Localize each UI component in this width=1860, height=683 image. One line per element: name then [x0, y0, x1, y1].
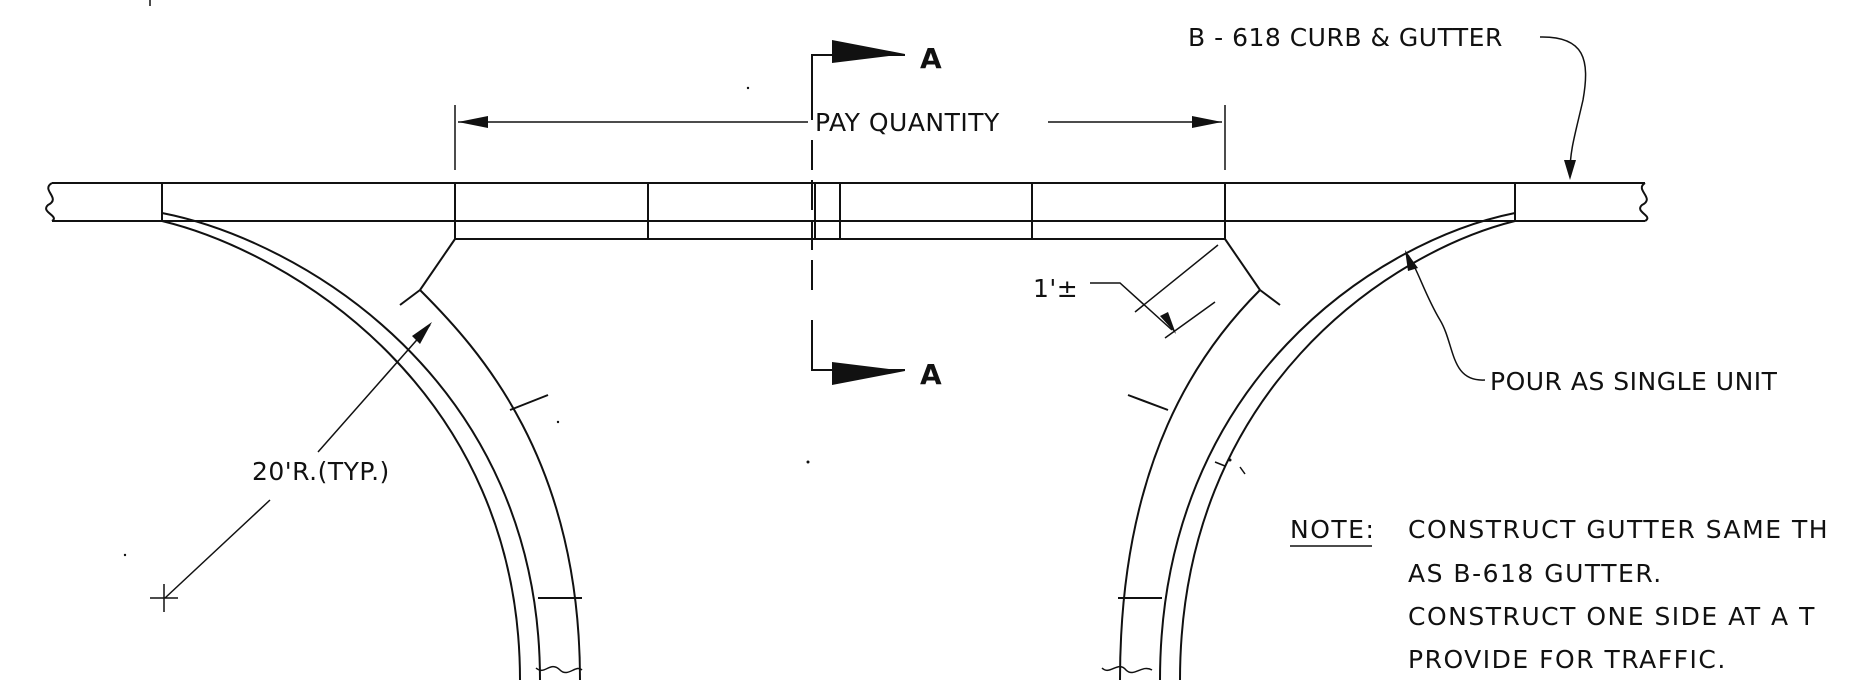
left-curb-return: [161, 212, 583, 681]
offset-label: 1'±: [1033, 274, 1078, 303]
note-line-3: CONSTRUCT ONE SIDE AT A T: [1408, 602, 1816, 631]
section-arrow-top: [832, 40, 905, 63]
right-curb-return: [1101, 212, 1516, 681]
section-arrow-bottom: [832, 362, 905, 385]
section-label-bottom: A: [920, 358, 942, 391]
offset-dimension: 1'±: [1033, 244, 1219, 339]
note-line-4: PROVIDE FOR TRAFFIC.: [1408, 645, 1727, 674]
pour-callout: POUR AS SINGLE UNIT: [1405, 250, 1778, 396]
pour-label: POUR AS SINGLE UNIT: [1490, 367, 1778, 396]
scan-specks: [123, 0, 1246, 557]
radius-label: 20'R.(TYP.): [252, 457, 390, 486]
radius-callout: 20'R.(TYP.): [150, 322, 432, 612]
note-line-1: CONSTRUCT GUTTER SAME TH: [1408, 515, 1829, 544]
note-heading: NOTE:: [1290, 515, 1375, 544]
section-label-top: A: [920, 42, 942, 75]
curb-gutter-strip: [45, 182, 1649, 291]
curb-gutter-label: B - 618 CURB & GUTTER: [1188, 23, 1503, 52]
construction-note: NOTE: CONSTRUCT GUTTER SAME TH AS B-618 …: [1290, 515, 1829, 674]
note-line-2: AS B-618 GUTTER.: [1408, 559, 1663, 588]
pay-quantity-label: PAY QUANTITY: [815, 108, 1000, 137]
curb-gutter-callout: B - 618 CURB & GUTTER: [1188, 23, 1587, 180]
section-cut-a-a: A A: [811, 40, 942, 391]
pay-quantity-dimension: PAY QUANTITY: [454, 105, 1226, 170]
